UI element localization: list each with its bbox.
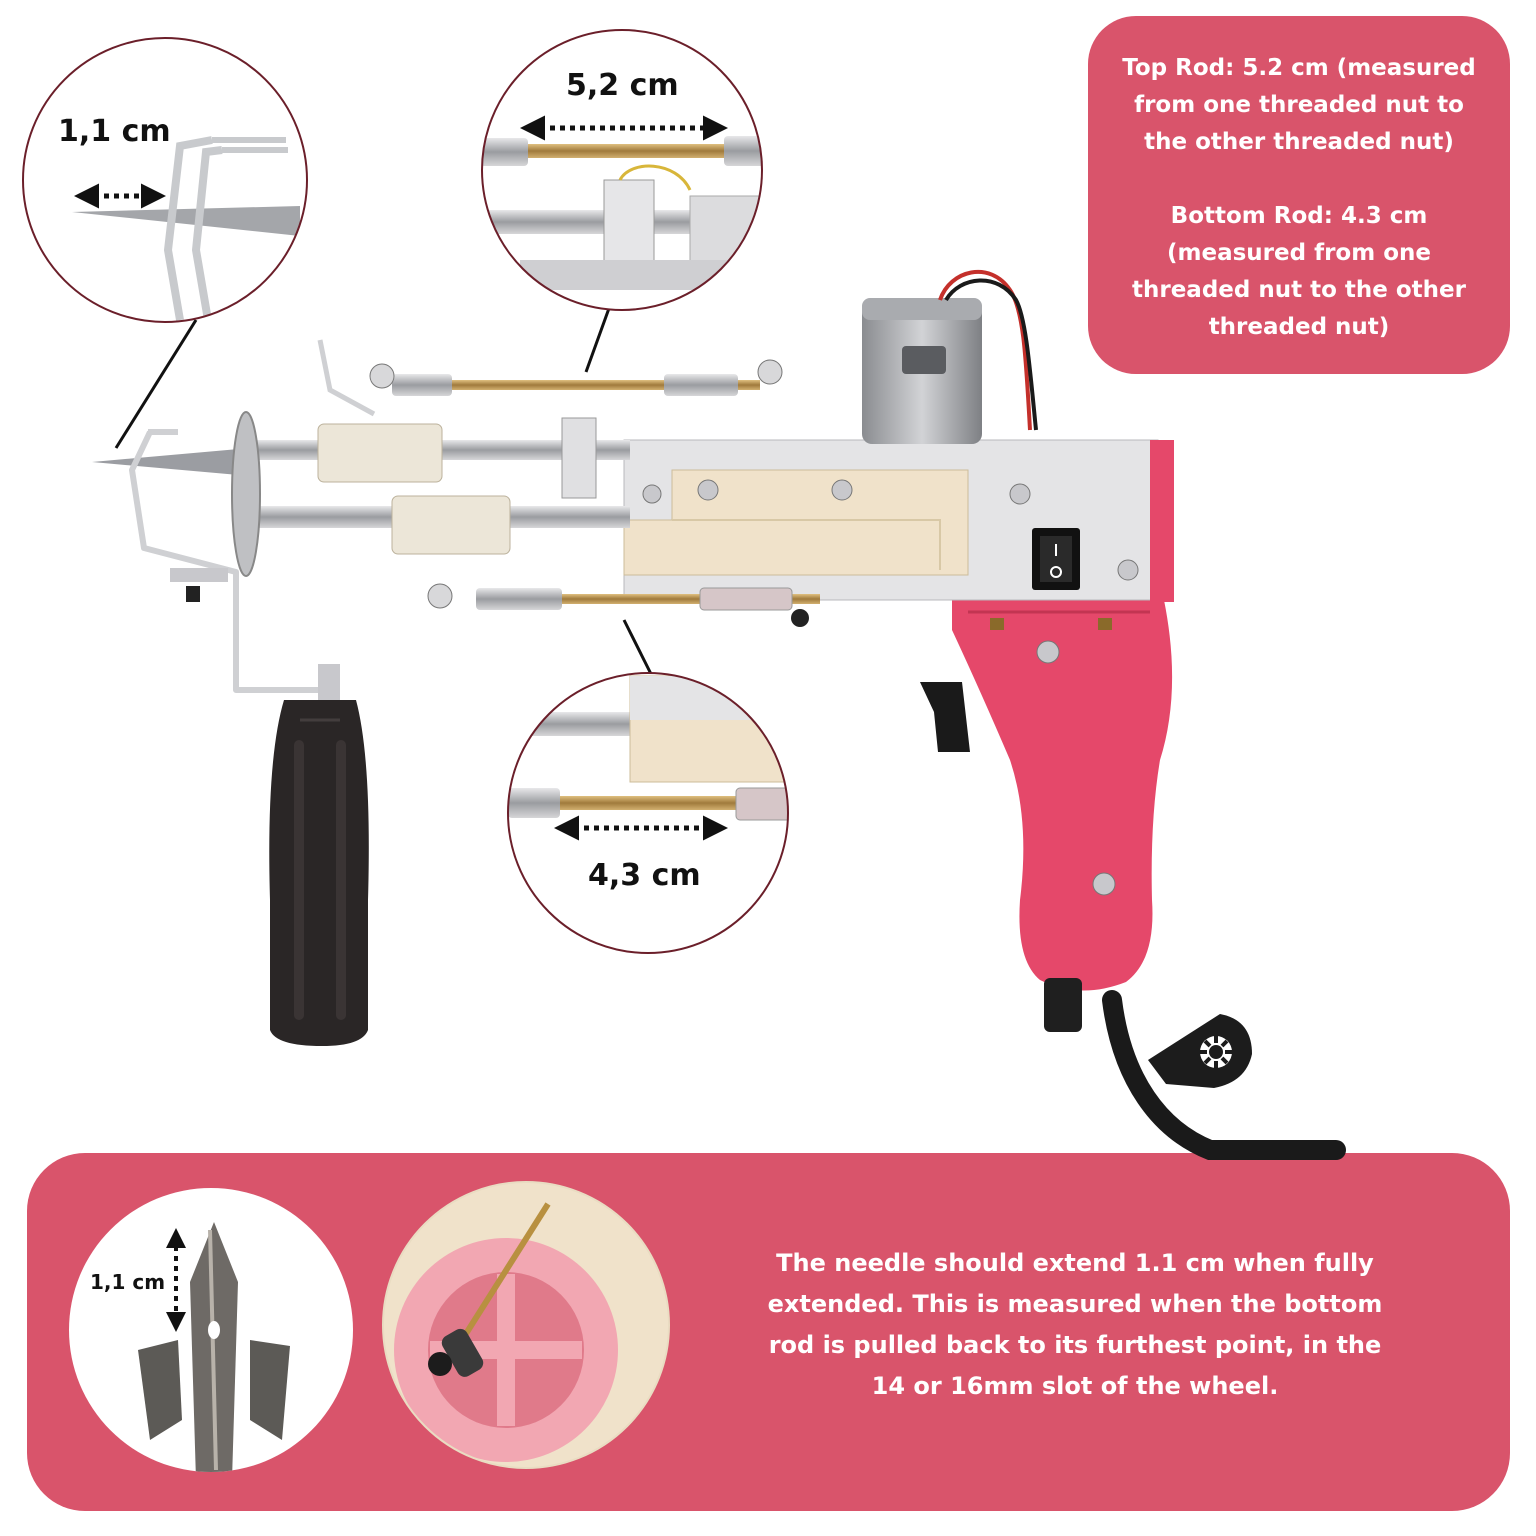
needle-tip-length-label: 1,1 cm: [90, 1270, 166, 1294]
guide-wheel: [231, 411, 261, 577]
needle-instruction-text: The needle should extend 1.1 cm when ful…: [760, 1243, 1390, 1407]
housing-screw: [697, 479, 719, 501]
cream-slider-block: [623, 469, 969, 576]
housing-screw: [831, 479, 853, 501]
trigger: [920, 682, 970, 752]
grip-screw: [1092, 872, 1116, 896]
housing-screw: [1117, 559, 1139, 581]
bottom-rod-zoom-circle: [507, 672, 789, 954]
housing-pink-cap: [1150, 440, 1174, 602]
tufting-gun: [92, 270, 1346, 1160]
top-rod-zoom-circle: [481, 29, 763, 311]
needle-tip-closeup-circle: [69, 1188, 353, 1472]
rod-measurements-box: Top Rod: 5.2 cm (measured from one threa…: [1088, 16, 1510, 374]
wheel-slot-closeup-circle: [382, 1181, 670, 1469]
top-threaded-rod: [400, 380, 760, 390]
needle: [92, 448, 250, 476]
needle-instruction-paragraph: The needle should extend 1.1 cm when ful…: [767, 1249, 1383, 1400]
sun-gear-icon: [1200, 1036, 1232, 1068]
guide-block: [317, 423, 443, 483]
top-rod-measurement-text: Top Rod: 5.2 cm (measured from one threa…: [1122, 55, 1476, 155]
housing-screw: [1009, 483, 1031, 505]
grip-screw: [1036, 640, 1060, 664]
power-cord: [1102, 990, 1346, 1160]
side-handle: [269, 700, 369, 1046]
bottom-rod-length-label: 4,3 cm: [588, 858, 701, 893]
pink-grip-handle: [952, 600, 1173, 991]
callout-leader-lines: [114, 299, 654, 677]
needle-extension-label: 1,1 cm: [58, 114, 171, 149]
on-off-switch-icon: [1032, 528, 1080, 590]
front-wire-guide: [129, 429, 330, 693]
speed-knob: [1044, 978, 1082, 1032]
housing-screw: [642, 484, 662, 504]
bottom-rod-measurement-text: Bottom Rod: 4.3 cm (measured from one th…: [1131, 203, 1466, 340]
guide-block: [391, 495, 511, 555]
top-rod-length-label: 5,2 cm: [566, 68, 679, 103]
bottom-threaded-rod: [480, 594, 820, 604]
needle-zoom-circle: [22, 37, 308, 323]
